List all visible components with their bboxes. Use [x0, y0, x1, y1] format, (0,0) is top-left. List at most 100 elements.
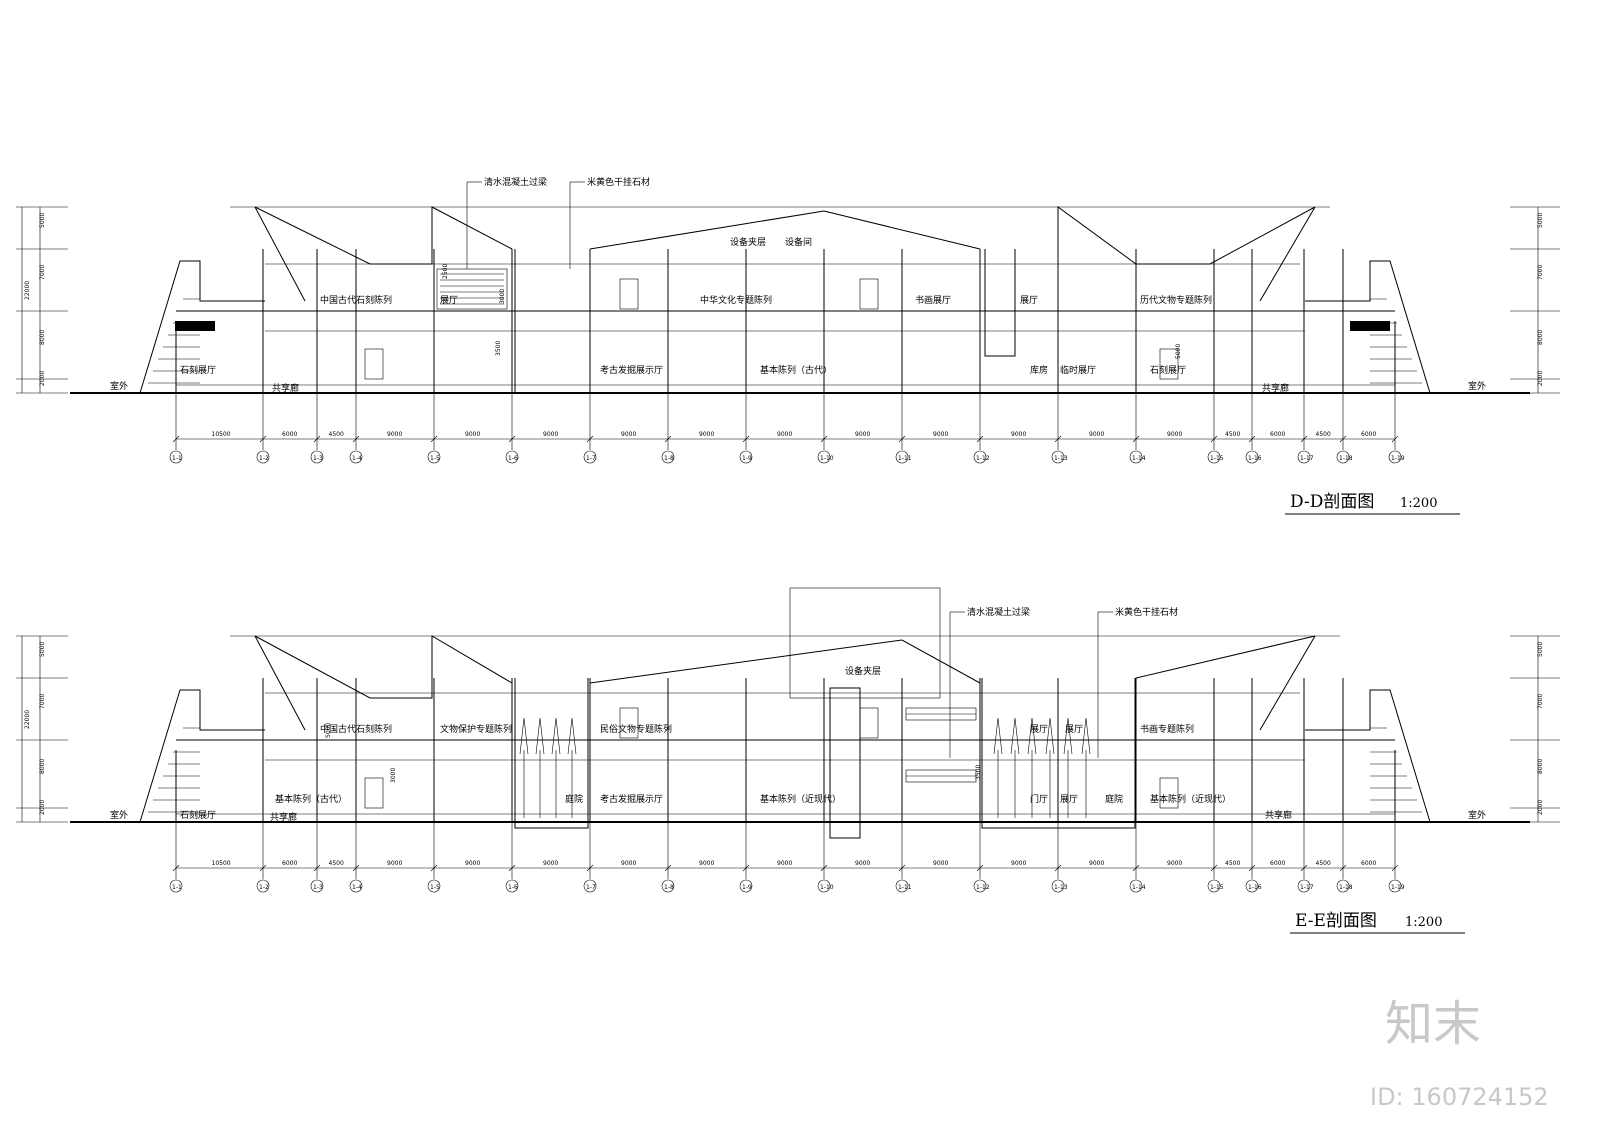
- left-stair-outline: [139, 260, 265, 394]
- dim-tick: [1391, 864, 1399, 872]
- dim-text: 7000: [39, 265, 46, 280]
- axis-bubble: [1051, 879, 1065, 893]
- bottom-label: 共享廊: [270, 811, 297, 823]
- dim-tick: [1132, 435, 1140, 443]
- tree-canopy: [519, 717, 529, 755]
- room-label: 民俗文物专题陈列: [600, 723, 672, 735]
- axis-bubble: [1245, 879, 1259, 893]
- tree-canopy: [1010, 717, 1020, 755]
- section-title: E-E剖面图: [1295, 911, 1377, 931]
- room-label: 书画专题陈列: [1140, 723, 1194, 735]
- dim-tick: [1339, 864, 1347, 872]
- bay-dim-text: 4500: [1225, 860, 1240, 867]
- roof-left-slope: [254, 635, 306, 731]
- room-label: 临时展厅: [1060, 364, 1096, 376]
- room-label: 中国古代石刻陈列: [320, 294, 392, 306]
- axis-label: 1-14: [1132, 884, 1146, 891]
- door: [364, 777, 384, 809]
- inner-dim-text: 3000: [499, 289, 506, 304]
- axis-bubble: [1336, 450, 1350, 464]
- bay-dim-text: 9000: [621, 431, 636, 438]
- tree-canopy: [551, 717, 561, 755]
- bay-dim-text: 9000: [1011, 431, 1026, 438]
- axis-label: 1-16: [1248, 455, 1262, 462]
- callout-text: 米黄色干挂石材: [1115, 606, 1178, 618]
- room-label: 展厅: [1020, 295, 1038, 306]
- axis-label: 1-6: [508, 455, 518, 462]
- dim-tick: [586, 435, 594, 443]
- bay-dim-text: 9000: [933, 860, 948, 867]
- left-stair-outline: [139, 689, 265, 823]
- dim-tick: [1391, 435, 1399, 443]
- door: [1159, 348, 1179, 380]
- axis-label: 1-4: [352, 455, 362, 462]
- dim-text: 8000: [1537, 759, 1544, 774]
- axis-label: 1-14: [1132, 455, 1146, 462]
- dim-text: 7000: [1537, 694, 1544, 709]
- bay-dim-text: 9000: [543, 431, 558, 438]
- dim-tick: [352, 435, 360, 443]
- dim-text: 7000: [39, 694, 46, 709]
- dim-tick: [820, 435, 828, 443]
- axis-label: 1-2: [259, 884, 269, 891]
- axis-label: 1-1: [172, 455, 182, 462]
- section-ee: 50007000800020002200050007000800020001-1…: [16, 587, 1560, 934]
- roof-right: [1057, 206, 1316, 265]
- bay-dim-text: 4500: [329, 860, 344, 867]
- dim-tick: [259, 435, 267, 443]
- axis-bubble: [169, 450, 183, 464]
- room-label: 中国古代石刻陈列: [320, 723, 392, 735]
- dim-tick: [259, 864, 267, 872]
- room-label: 门厅: [1030, 793, 1048, 805]
- axis-bubble: [349, 450, 363, 464]
- bay-dim-text: 9000: [1167, 860, 1182, 867]
- bay-dim-text: 9000: [387, 431, 402, 438]
- room-label: 基本陈列（古代）: [275, 793, 347, 805]
- axis-label: 1-9: [742, 455, 752, 462]
- axis-bubble: [1129, 450, 1143, 464]
- room-label: 文物保护专题陈列: [440, 723, 512, 735]
- inner-dim-text: 5000: [325, 723, 332, 738]
- bay-dim-text: 9000: [465, 860, 480, 867]
- axis-label: 1-13: [1054, 455, 1068, 462]
- axis-bubble: [256, 450, 270, 464]
- axis-label: 1-7: [586, 455, 596, 462]
- axis-bubble: [1297, 879, 1311, 893]
- roof-center: [589, 639, 981, 684]
- dim-tick: [1300, 864, 1308, 872]
- door: [859, 278, 879, 310]
- axis-label: 1-11: [898, 884, 912, 891]
- axis-label: 1-3: [313, 455, 323, 462]
- outside-label: 室外: [1468, 809, 1486, 821]
- bottom-label: 共享廊: [272, 382, 299, 394]
- axis-label: 1-3: [313, 884, 323, 891]
- dim-tick: [1054, 435, 1062, 443]
- section-dd: 50007000800020002200050007000800020001-1…: [16, 176, 1560, 515]
- dim-tick: [313, 435, 321, 443]
- dim-text: 2000: [39, 800, 46, 815]
- axis-label: 1-16: [1248, 884, 1262, 891]
- bay-dim-text: 9000: [855, 860, 870, 867]
- bay-dim-text: 9000: [387, 860, 402, 867]
- tree-canopy: [993, 717, 1003, 755]
- axis-label: 1-8: [664, 884, 674, 891]
- bay-dim-text: 10500: [212, 860, 231, 867]
- bay-dim-text: 9000: [621, 860, 636, 867]
- axis-bubble: [1297, 450, 1311, 464]
- axis-bubble: [1207, 450, 1221, 464]
- bay-dim-text: 9000: [855, 431, 870, 438]
- dim-text: 5000: [39, 213, 46, 228]
- stair-box: [436, 268, 508, 310]
- bay-dim-text: 9000: [465, 431, 480, 438]
- dim-tick: [313, 864, 321, 872]
- axis-label: 1-13: [1054, 884, 1068, 891]
- bay-dim-text: 9000: [1089, 431, 1104, 438]
- door: [619, 278, 639, 310]
- room-label: 书画展厅: [915, 295, 951, 306]
- dim-tick: [430, 864, 438, 872]
- axis-bubble: [427, 879, 441, 893]
- dim-tick: [664, 864, 672, 872]
- right-stair-outline: [1305, 689, 1431, 823]
- room-label: 石刻展厅: [1150, 364, 1186, 376]
